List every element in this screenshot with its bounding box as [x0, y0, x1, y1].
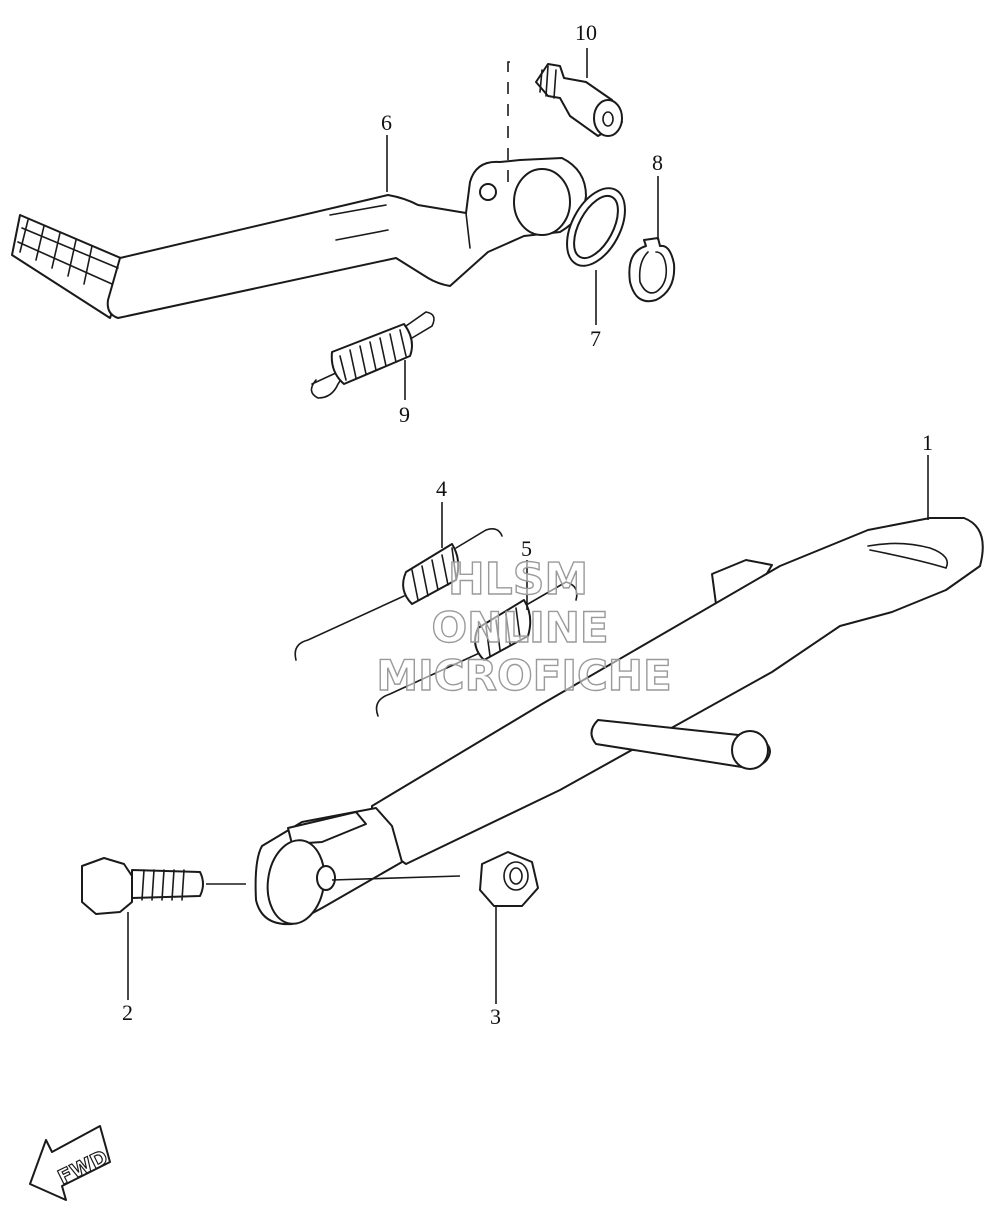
stand-spring-outer [294, 528, 503, 661]
pivot-bolt [535, 63, 623, 137]
watermark-line-2: ONLINE [431, 603, 608, 652]
fwd-arrow-icon [29, 1125, 111, 1201]
callout-9: 9 [399, 402, 410, 427]
callout-labels: 10 6 8 7 9 1 4 5 2 3 [122, 20, 933, 1029]
callout-8: 8 [652, 150, 663, 175]
side-stand [254, 517, 984, 926]
fwd-direction-badge: FWD [29, 1125, 112, 1201]
washer [566, 187, 626, 267]
watermark-line-1: HLSM [448, 554, 588, 605]
gear-shift-lever [11, 157, 587, 319]
callout-5: 5 [521, 536, 532, 561]
shift-lever-spring [310, 311, 435, 399]
stand-nut [479, 851, 539, 907]
callout-2: 2 [122, 1000, 133, 1025]
callout-10: 10 [575, 20, 597, 45]
watermark: HLSM ONLINE MICROFICHE [376, 553, 673, 700]
circlip [628, 237, 676, 303]
callout-1: 1 [922, 430, 933, 455]
callout-7: 7 [590, 326, 601, 351]
stand-pivot-bolt [81, 857, 204, 915]
callout-4: 4 [436, 476, 447, 501]
leader-lines [127, 48, 929, 1004]
watermark-line-3: MICROFICHE [376, 651, 671, 700]
callout-6: 6 [381, 110, 392, 135]
callout-3: 3 [490, 1004, 501, 1029]
